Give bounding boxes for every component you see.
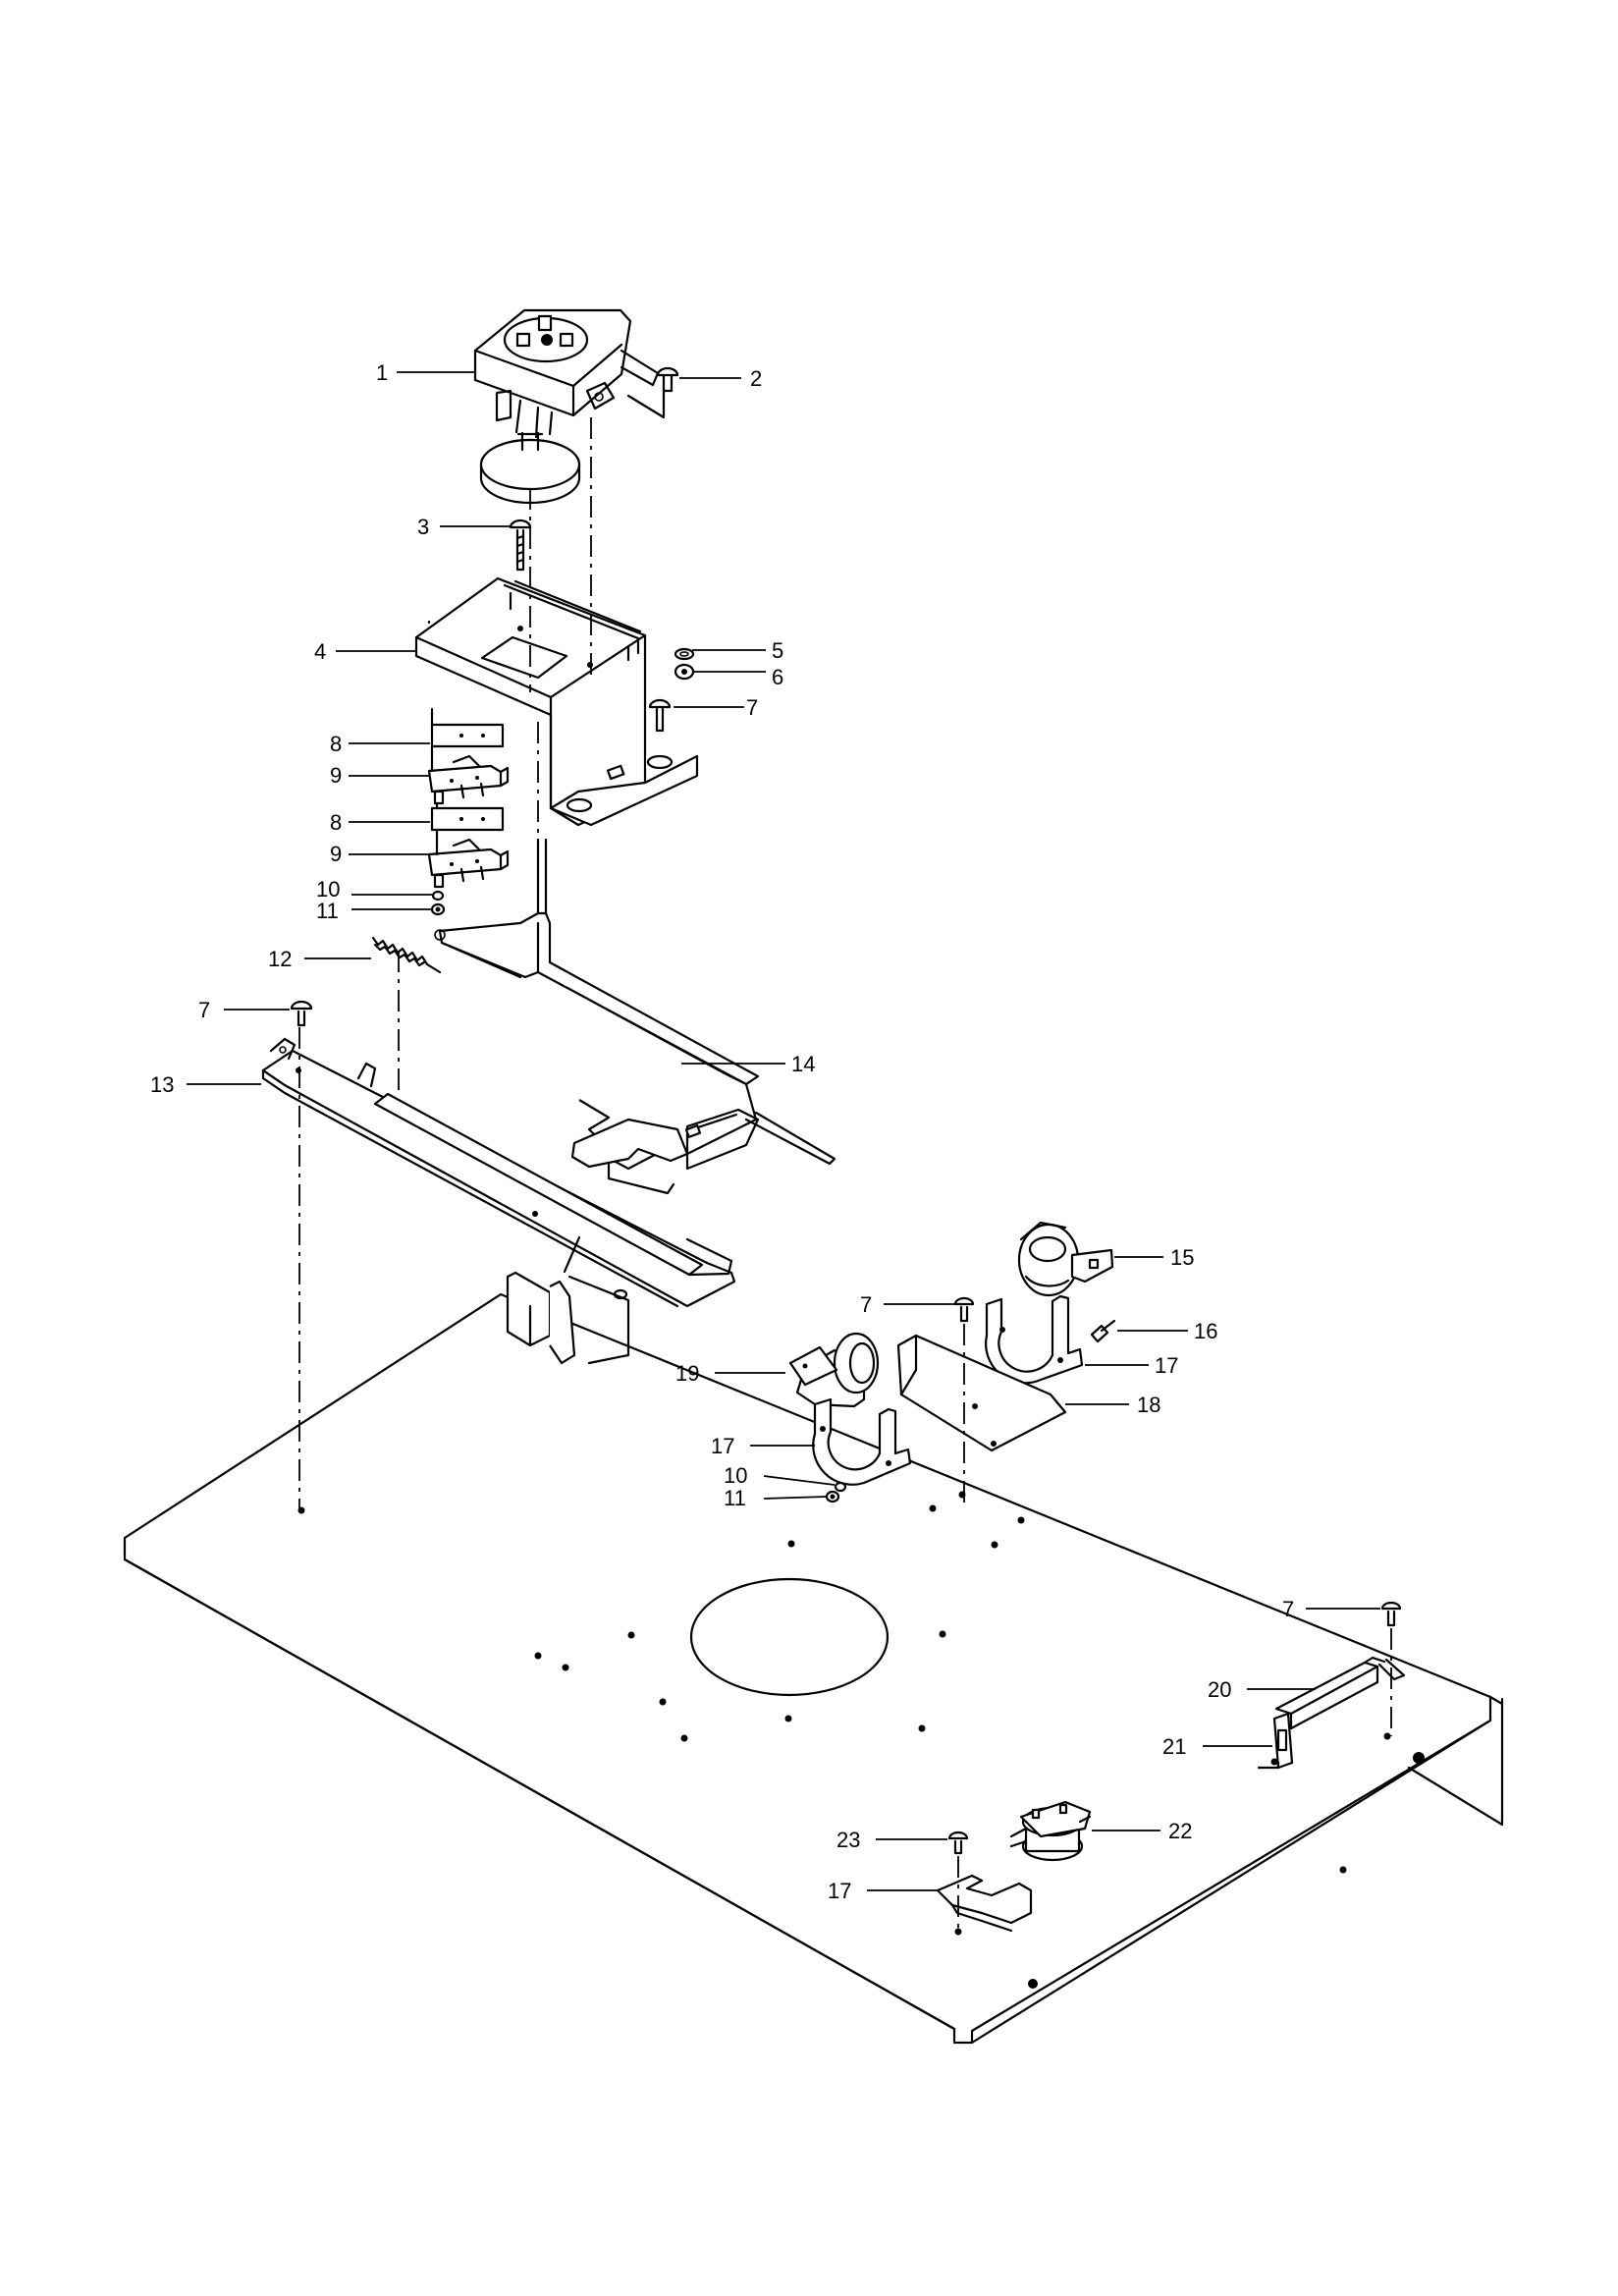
callout-9: 9 [330, 763, 342, 788]
callout-11: 11 [724, 1486, 746, 1510]
callout-13: 13 [150, 1072, 174, 1097]
callout-22: 22 [1168, 1819, 1192, 1843]
slide-bracket [261, 1037, 736, 1365]
callout-8: 8 [330, 810, 342, 835]
bracket-screw [648, 698, 672, 733]
callout-7: 7 [1282, 1597, 1294, 1621]
callout-23: 23 [836, 1828, 860, 1852]
callout-21: 21 [1162, 1734, 1186, 1759]
callout-10: 10 [316, 877, 340, 902]
washer [674, 647, 695, 661]
callout-8: 8 [330, 732, 342, 756]
small-washer-10b [834, 1481, 847, 1493]
callout-3: 3 [417, 515, 429, 539]
callout-11: 11 [316, 899, 339, 923]
callout-10: 10 [724, 1463, 747, 1488]
callout-2: 2 [750, 366, 762, 391]
callout-17: 17 [711, 1434, 734, 1458]
callout-1: 1 [376, 360, 388, 385]
small-nut-11 [430, 902, 446, 916]
micro-switch-upper [427, 754, 510, 805]
mounting-clip-17-upper [985, 1294, 1084, 1385]
mounting-clip-17-lower [936, 1874, 1033, 1933]
motor-bracket [414, 576, 699, 827]
clip-screw-16 [1090, 1319, 1116, 1343]
base-plate-center-opening [689, 1577, 890, 1697]
callout-labels: 1 2 3 4 5 6 7 8 9 8 9 10 11 12 7 13 14 1… [150, 360, 1294, 1903]
small-nut-11b [825, 1490, 840, 1503]
alignment-lines [298, 417, 1392, 1932]
long-screw [509, 519, 532, 572]
motor-screw [656, 366, 679, 393]
leader-lines [187, 371, 1380, 1891]
callout-12: 12 [268, 947, 292, 971]
nut [674, 663, 695, 681]
callout-7: 7 [860, 1292, 872, 1317]
bracket-20 [1274, 1656, 1406, 1730]
callout-9: 9 [330, 842, 342, 866]
thermostat-19 [788, 1332, 880, 1408]
callout-6: 6 [772, 665, 783, 689]
bracket-21 [1257, 1712, 1294, 1770]
callout-5: 5 [772, 638, 783, 663]
thermostat-15 [1017, 1221, 1114, 1297]
mounting-clip-17-middle [812, 1397, 912, 1486]
callout-14: 14 [791, 1052, 815, 1076]
callout-16: 16 [1194, 1319, 1217, 1343]
thermostat-screw-23 [947, 1831, 969, 1855]
callout-4: 4 [314, 639, 326, 664]
callout-18: 18 [1137, 1393, 1160, 1417]
callout-7: 7 [198, 998, 210, 1022]
callout-19: 19 [675, 1361, 699, 1386]
slide-bracket-screw [290, 1000, 313, 1027]
callout-17: 17 [1155, 1353, 1178, 1378]
micro-switch-lower [427, 838, 510, 889]
callout-20: 20 [1208, 1677, 1231, 1702]
actuator-lever [434, 838, 836, 1195]
small-washer-10 [431, 890, 445, 902]
callout-7: 7 [746, 695, 758, 720]
base-plate [123, 1292, 1504, 2045]
plate-screw-7 [953, 1296, 975, 1323]
switch-insulator-upper [430, 723, 505, 748]
spring [371, 936, 442, 974]
callout-17: 17 [828, 1879, 851, 1903]
base-screw-7 [1380, 1601, 1402, 1627]
timer-motor [473, 308, 660, 505]
switch-insulator-lower [430, 806, 505, 832]
thermostat-22 [1009, 1800, 1092, 1862]
mount-plate-18 [896, 1334, 1067, 1452]
callout-15: 15 [1170, 1245, 1194, 1270]
